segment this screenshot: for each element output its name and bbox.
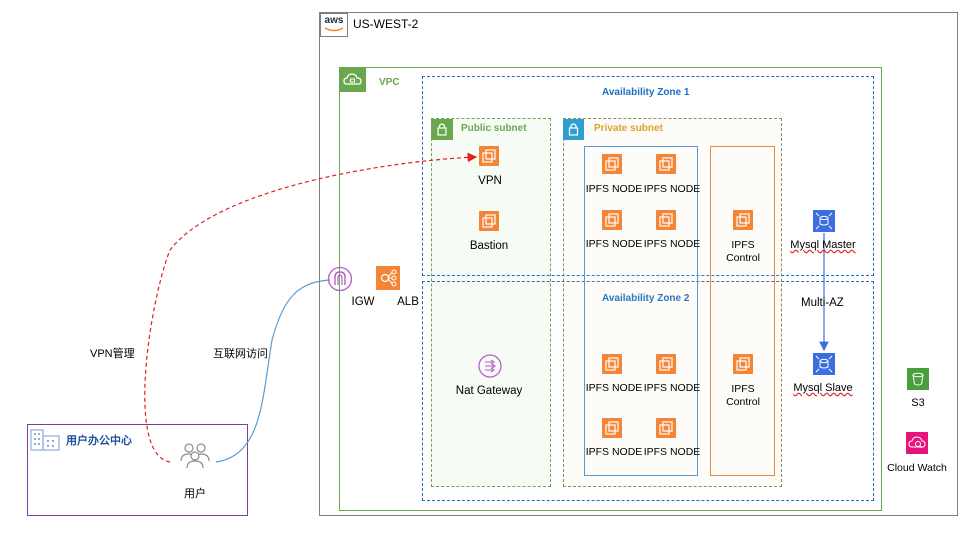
ipfs-node-label: IPFS NODE [643, 382, 701, 394]
bastion-label: Bastion [469, 240, 509, 252]
users-icon [176, 441, 214, 474]
s3-bucket-icon [907, 368, 929, 390]
mysql-master-icon [813, 210, 835, 232]
user-label: 用户 [184, 488, 206, 500]
ipfs-control-line1: IPFS [731, 239, 755, 251]
ipfs-node-icon [602, 210, 622, 230]
mysql-slave-label: Mysql Slave [793, 382, 853, 394]
ipfs-node-icon [602, 154, 622, 174]
ipfs-node-group [584, 146, 698, 476]
ipfs-control-label: IPFS Control [726, 239, 760, 265]
ipfs-control-icon [733, 210, 753, 230]
vpc-label: VPC [379, 77, 400, 88]
s3-label: S3 [911, 397, 925, 409]
vpn-link-label: VPN管理 [90, 348, 135, 360]
aws-logo-text: aws [324, 15, 344, 26]
mysql-master-label: Mysql Master [790, 239, 856, 251]
ipfs-node-icon [656, 354, 676, 374]
cloudwatch-label: Cloud Watch [887, 462, 947, 474]
public-subnet-label: Public subnet [461, 123, 527, 134]
alb-label: ALB [397, 296, 419, 308]
private-subnet-lock-icon [563, 119, 584, 140]
public-subnet [431, 118, 551, 487]
igw-label: IGW [351, 296, 375, 308]
ipfs-node-label: IPFS NODE [643, 183, 701, 195]
ipfs-node-label: IPFS NODE [585, 238, 643, 250]
internet-gateway-icon [327, 266, 353, 297]
ipfs-control-line1: IPFS [731, 383, 755, 395]
office-title: 用户办公中心 [66, 435, 132, 447]
vpc-cloud-icon [340, 68, 366, 92]
ipfs-control-line2: Control [726, 252, 760, 264]
aws-logo-icon: aws [320, 13, 348, 37]
public-subnet-lock-icon [431, 119, 453, 140]
nat-gateway-icon [477, 353, 503, 384]
ipfs-node-label: IPFS NODE [585, 446, 643, 458]
ipfs-node-label: IPFS NODE [643, 446, 701, 458]
ipfs-node-icon [656, 418, 676, 438]
ipfs-node-label: IPFS NODE [585, 183, 643, 195]
ipfs-node-label: IPFS NODE [643, 238, 701, 250]
ipfs-node-icon [656, 210, 676, 230]
ipfs-node-icon [656, 154, 676, 174]
nat-gateway-label: Nat Gateway [455, 385, 523, 397]
ipfs-control-group [710, 146, 775, 476]
zone1-label: Availability Zone 1 [602, 87, 690, 98]
mysql-slave-icon [813, 353, 835, 375]
vpn-label: VPN [478, 175, 502, 187]
zone2-label: Availability Zone 2 [602, 293, 690, 304]
cloudwatch-icon [906, 432, 928, 454]
alb-icon [376, 266, 400, 290]
ipfs-node-icon [602, 354, 622, 374]
ipfs-node-icon [602, 418, 622, 438]
multi-az-label: Multi-AZ [801, 297, 844, 309]
internet-link-label: 互联网访问 [213, 348, 268, 360]
vpn-instance-icon [479, 146, 499, 166]
ipfs-control-line2: Control [726, 396, 760, 408]
office-box [27, 424, 248, 516]
ipfs-node-label: IPFS NODE [585, 382, 643, 394]
bastion-instance-icon [479, 211, 499, 231]
ipfs-control-label: IPFS Control [726, 383, 760, 409]
ipfs-control-icon [733, 354, 753, 374]
office-building-icon [29, 426, 63, 457]
region-label: US-WEST-2 [353, 17, 419, 31]
private-subnet-label: Private subnet [594, 123, 663, 134]
